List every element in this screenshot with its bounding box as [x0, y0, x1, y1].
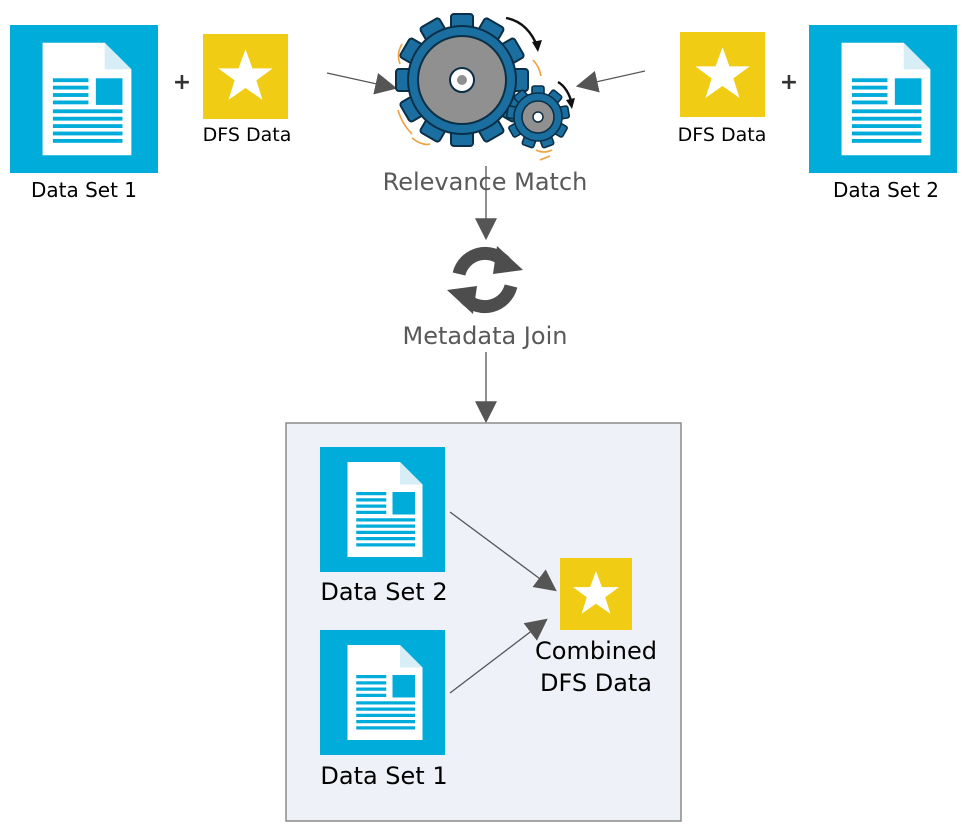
- combined-label-line2: DFS Data: [540, 669, 652, 697]
- arrow-right-to-gears: [575, 70, 646, 93]
- plus-sign: +: [173, 70, 191, 95]
- star-icon: [680, 32, 765, 117]
- document-icon: [320, 630, 445, 755]
- result-dataset-1-label: Data Set 1: [320, 762, 447, 790]
- refresh-icon: [447, 246, 523, 314]
- source-right: DFS Data + Data Set 2: [678, 25, 957, 202]
- metadata-join-label: Metadata Join: [403, 322, 568, 350]
- arrow-dataset2-to-combined: [449, 511, 557, 592]
- gears-icon: [395, 13, 575, 161]
- result-dataset-2-label: Data Set 2: [320, 578, 447, 606]
- dataset-1-label: Data Set 1: [31, 178, 137, 202]
- document-icon: [320, 447, 445, 572]
- plus-sign: +: [780, 70, 798, 95]
- arrow-dataset1-to-combined: [449, 618, 548, 694]
- star-icon: [203, 34, 288, 119]
- star-icon: [560, 558, 632, 630]
- result-panel: Data Set 2 Data Set 1 Combined DFS Data: [285, 422, 682, 822]
- relevance-match-label: Relevance Match: [383, 168, 588, 196]
- dfs-data-label: DFS Data: [203, 124, 292, 146]
- document-icon: [809, 25, 957, 173]
- combined-label-line1: Combined: [535, 637, 657, 665]
- document-icon: [10, 25, 158, 173]
- source-left: Data Set 1 + DFS Data: [10, 25, 291, 202]
- arrow-left-to-gears: [326, 72, 398, 95]
- dataset-2-label: Data Set 2: [833, 178, 939, 202]
- dfs-data-label: DFS Data: [678, 124, 767, 146]
